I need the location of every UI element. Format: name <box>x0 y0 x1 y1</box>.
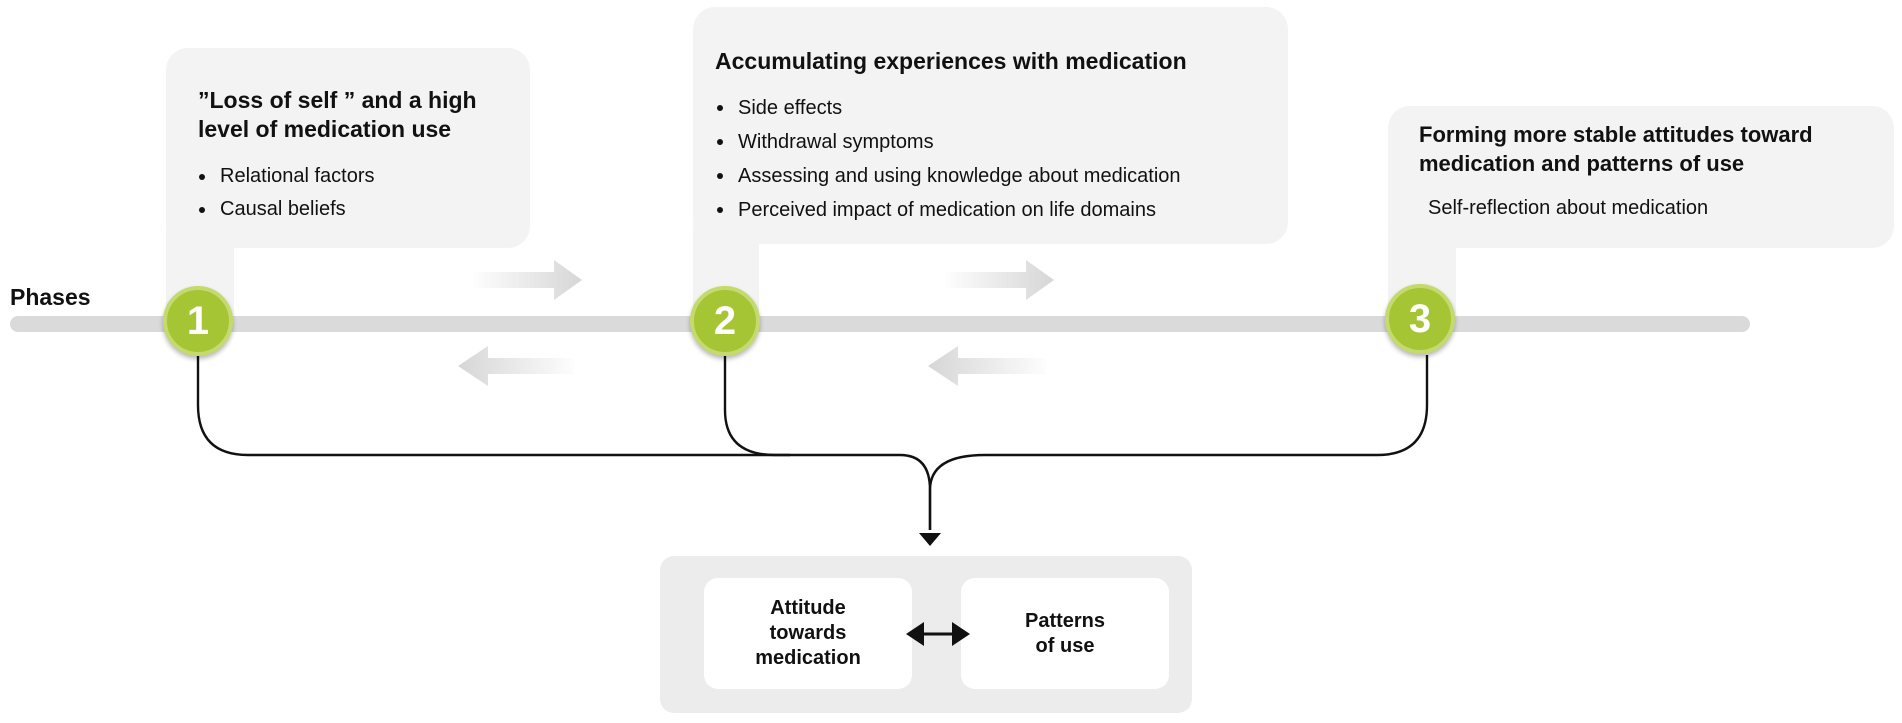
forward-arrow-1 <box>474 260 582 300</box>
phase-1-items: Relational factors Causal beliefs <box>196 160 375 226</box>
phase-2-item: Side effects <box>714 91 1181 125</box>
phase-1-title: ”Loss of self ” and a high level of medi… <box>198 86 477 144</box>
phase-2-callout <box>693 7 1288 244</box>
bidirectional-arrow <box>906 622 970 646</box>
patterns-card: Patterns of use <box>961 578 1169 689</box>
forward-arrow-2 <box>946 260 1054 300</box>
phase-1-callout <box>166 48 530 248</box>
backward-arrow-1 <box>458 346 574 386</box>
phase-3-title-line-1: Forming more stable attitudes toward <box>1419 122 1813 147</box>
phase-2-items: Side effects Withdrawal symptoms Assessi… <box>714 91 1181 227</box>
phase-2-item: Withdrawal symptoms <box>714 125 1181 159</box>
phase-2-item: Perceived impact of medication on life d… <box>714 193 1181 227</box>
phase-2-item: Assessing and using knowledge about medi… <box>714 159 1181 193</box>
connector-arrowhead <box>919 533 941 546</box>
phase-2-title: Accumulating experiences with medication <box>715 47 1187 76</box>
connector-phase-1 <box>196 355 932 530</box>
timeline-bar <box>10 316 1750 332</box>
phase-3-node: 3 <box>1385 284 1455 354</box>
connector-phase-2 <box>723 355 790 457</box>
phase-1-item: Relational factors <box>196 160 375 193</box>
connector-phase-3 <box>928 355 1429 530</box>
phase-1-title-line-1: ”Loss of self ” and a high <box>198 87 477 113</box>
backward-arrow-2 <box>928 346 1046 386</box>
phase-3-title: Forming more stable attitudes toward med… <box>1419 120 1813 178</box>
attitude-card: Attitude towards medication <box>704 578 912 689</box>
phase-1-title-line-2: level of medication use <box>198 116 452 142</box>
phase-3-callout <box>1388 106 1894 248</box>
axis-label: Phases <box>10 284 91 310</box>
attitude-label: Attitude towards medication <box>755 597 861 669</box>
phase-2-node: 2 <box>690 286 760 356</box>
phase-3-title-line-2: medication and patterns of use <box>1419 151 1745 176</box>
outcome-box: Attitude towards medication Patterns of … <box>660 556 1192 713</box>
phase-1-node: 1 <box>163 286 233 356</box>
phase-3-note: Self-reflection about medication <box>1428 197 1709 219</box>
phase-2-title-line-1: Accumulating experiences with medication <box>715 48 1187 74</box>
patterns-label: Patterns of use <box>1024 609 1106 657</box>
phase-1-item: Causal beliefs <box>196 193 375 226</box>
